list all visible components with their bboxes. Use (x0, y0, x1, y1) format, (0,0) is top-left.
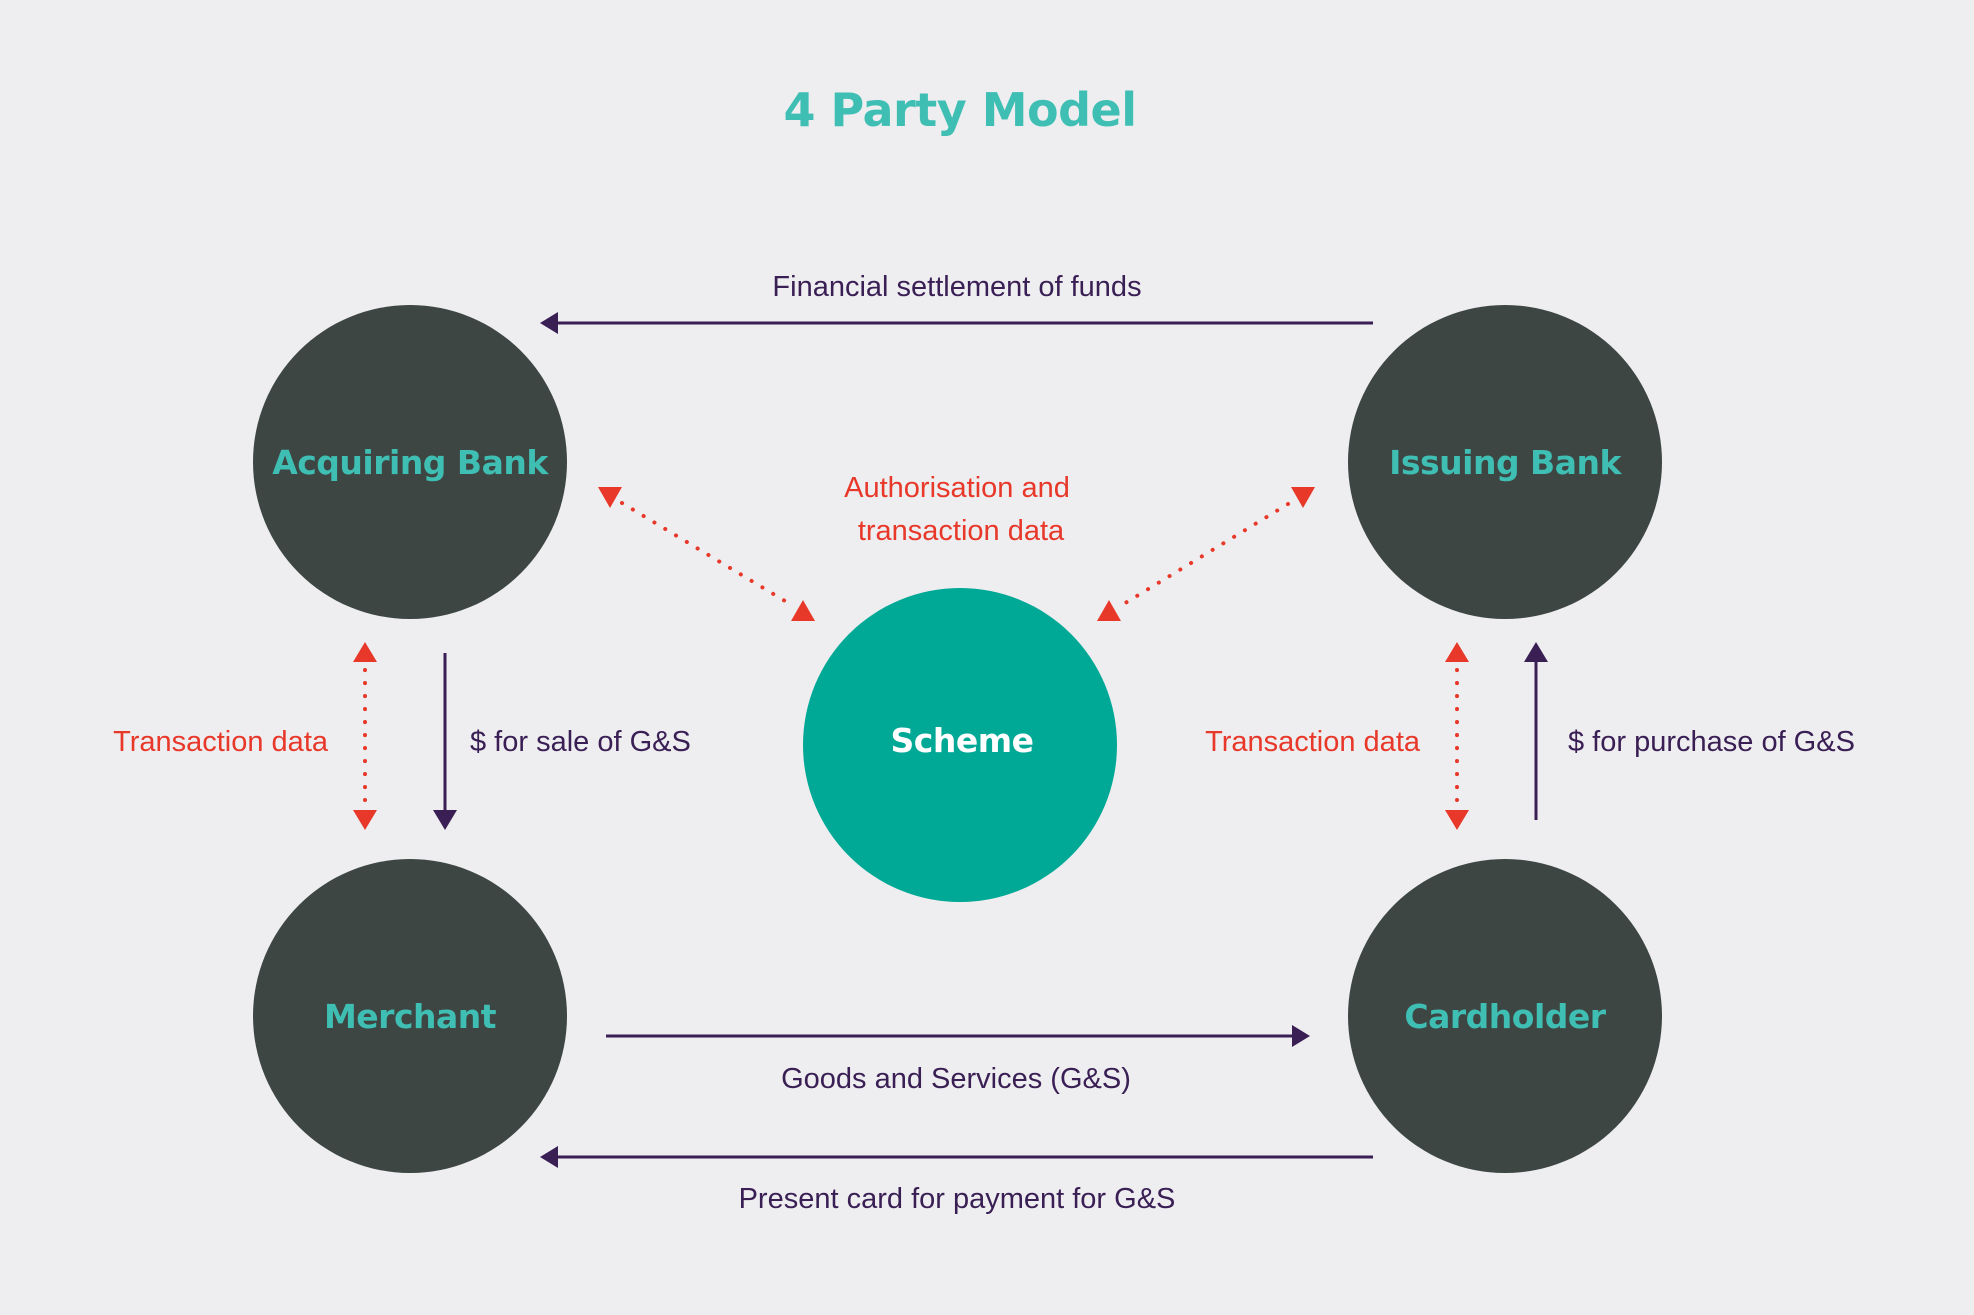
flow-purchase-payment: $ for purchase of G&S (1524, 642, 1855, 820)
flow-transaction-data-right: Transaction data (1205, 642, 1469, 830)
triangle-up-icon (1097, 600, 1121, 621)
flow-settlement: Financial settlement of funds (540, 271, 1373, 334)
flow-sale-payment: $ for sale of G&S (433, 653, 691, 830)
triangle-up-icon (1445, 642, 1469, 662)
node-issuing-bank: Issuing Bank (1348, 305, 1662, 619)
purchase-payment-label: $ for purchase of G&S (1568, 726, 1855, 758)
acquiring-bank-label: Acquiring Bank (272, 443, 549, 482)
diagram-title: 4 Party Model (784, 83, 1137, 137)
scheme-circle (803, 588, 1117, 902)
sale-payment-label: $ for sale of G&S (470, 726, 691, 758)
node-scheme: Scheme (803, 588, 1117, 902)
triangle-up-icon (791, 600, 815, 621)
flow-authorisation: Authorisation and transaction data (598, 472, 1315, 621)
triangle-down-icon (353, 810, 377, 830)
merchant-label: Merchant (324, 997, 497, 1036)
arrowhead-up-icon (1524, 642, 1548, 662)
left-diagonal-dotted-line (620, 501, 792, 606)
arrowhead-left-icon (540, 312, 558, 334)
flow-transaction-data-left: Transaction data (113, 642, 377, 830)
right-diagonal-dotted-line (1120, 502, 1290, 607)
node-acquiring-bank: Acquiring Bank (253, 305, 567, 619)
arrowhead-left-icon (540, 1146, 558, 1168)
transaction-data-right-label: Transaction data (1205, 726, 1421, 758)
flow-goods-services: Goods and Services (G&S) (606, 1025, 1310, 1095)
authorisation-label-line1: Authorisation and (844, 472, 1070, 504)
arrowhead-down-icon (433, 810, 457, 830)
cardholder-circle (1348, 859, 1662, 1173)
triangle-down-icon (1445, 810, 1469, 830)
triangle-down-icon (598, 487, 622, 508)
settlement-label: Financial settlement of funds (772, 271, 1141, 303)
goods-services-label: Goods and Services (G&S) (781, 1063, 1131, 1095)
present-card-label: Present card for payment for G&S (739, 1183, 1176, 1215)
cardholder-label: Cardholder (1404, 997, 1606, 1036)
merchant-circle (253, 859, 567, 1173)
node-merchant: Merchant (253, 859, 567, 1173)
triangle-down-icon (1291, 487, 1315, 508)
acquiring-bank-circle (253, 305, 567, 619)
node-cardholder: Cardholder (1348, 859, 1662, 1173)
transaction-data-left-label: Transaction data (113, 726, 329, 758)
flow-present-card: Present card for payment for G&S (540, 1146, 1373, 1215)
issuing-bank-label: Issuing Bank (1389, 443, 1622, 482)
authorisation-label-line2: transaction data (858, 515, 1065, 547)
scheme-label: Scheme (891, 721, 1034, 760)
issuing-bank-circle (1348, 305, 1662, 619)
triangle-up-icon (353, 642, 377, 662)
arrowhead-right-icon (1292, 1025, 1310, 1047)
